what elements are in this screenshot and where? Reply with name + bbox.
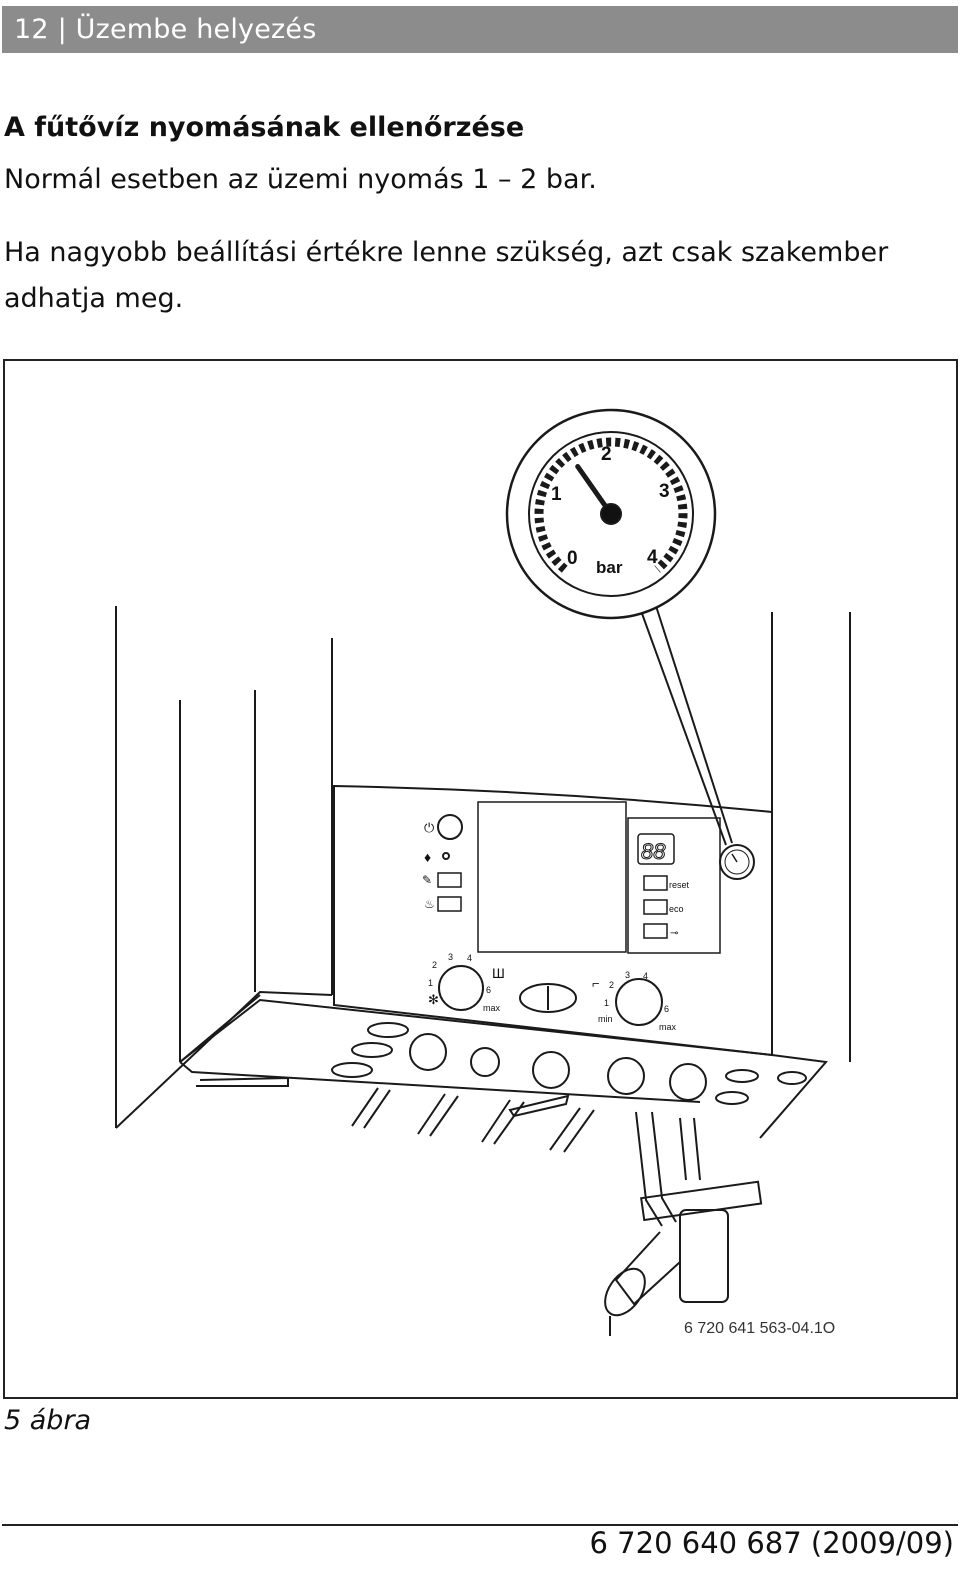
heat-dial-1: 1	[428, 978, 433, 988]
water-dial-max: max	[659, 1022, 677, 1032]
water-dial-2: 2	[609, 980, 614, 990]
svg-text:♦: ♦	[424, 849, 431, 865]
heat-dial-2: 2	[432, 960, 437, 970]
svg-text:✎: ✎	[422, 873, 432, 887]
paragraph-pressure: Normál esetben az üzemi nyomás 1 – 2 bar…	[4, 164, 597, 195]
boiler-illustration: ⏻ ♦ ✎ ♨ Ш ✻ ⌐	[115, 408, 851, 1336]
control-panel: ⏻ ♦ ✎ ♨ Ш ✻ ⌐	[333, 784, 773, 1057]
gauge-label-2: 2	[601, 444, 612, 465]
heat-dial-3: 3	[448, 952, 453, 962]
panel-display: 88	[641, 839, 666, 864]
section-title: A fűtővíz nyomásának ellenőrzése	[4, 112, 525, 143]
heat-dial-6: 6	[486, 985, 491, 995]
pressure-gauge	[505, 408, 717, 620]
bottom-valves	[179, 998, 828, 1336]
water-dial-1: 1	[604, 998, 609, 1008]
svg-text:⌐: ⌐	[592, 976, 600, 991]
figure-caption: 5 ábra	[4, 1405, 92, 1436]
section-name: Üzembe helyezés	[75, 14, 317, 45]
gauge-label-0: 0	[567, 548, 578, 569]
page-number: 12	[14, 14, 49, 45]
water-dial-min: min	[598, 1014, 613, 1024]
page-header: 12 | Üzembe helyezés	[2, 6, 958, 53]
callout-lines	[639, 605, 733, 846]
figure-code: 6 720 641 563-04.1O	[684, 1320, 836, 1337]
heat-dial-4: 4	[467, 953, 472, 963]
water-dial-3: 3	[625, 970, 630, 980]
heat-dial-max: max	[483, 1003, 501, 1013]
water-dial-4: 4	[643, 971, 648, 981]
gauge-label-1: 1	[551, 484, 562, 505]
paragraph-setting: Ha nagyobb beállítási értékre lenne szük…	[4, 237, 889, 314]
footer-doc-number: 6 720 640 687 (2009/09)	[589, 1526, 954, 1560]
boiler-housing	[115, 606, 851, 1129]
gauge-label-3: 3	[659, 481, 670, 502]
svg-text:♨: ♨	[424, 897, 435, 911]
gauge-unit: bar	[596, 558, 623, 577]
footer-rule	[2, 1524, 958, 1526]
header-separator: |	[57, 14, 67, 45]
svg-text:⏻: ⏻	[424, 820, 434, 835]
header-text: 12 | Üzembe helyezés	[2, 14, 317, 45]
svg-text:Ш: Ш	[492, 965, 505, 981]
svg-text:✻: ✻	[428, 992, 439, 1007]
gauge-label-4: 4	[647, 547, 658, 568]
figure-frame	[3, 359, 958, 1399]
reset-label: reset	[669, 880, 690, 890]
water-dial-6: 6	[664, 1004, 669, 1014]
gauge-scale	[534, 437, 688, 573]
key-symbol: ⊸	[670, 928, 678, 939]
eco-label: eco	[669, 904, 684, 914]
